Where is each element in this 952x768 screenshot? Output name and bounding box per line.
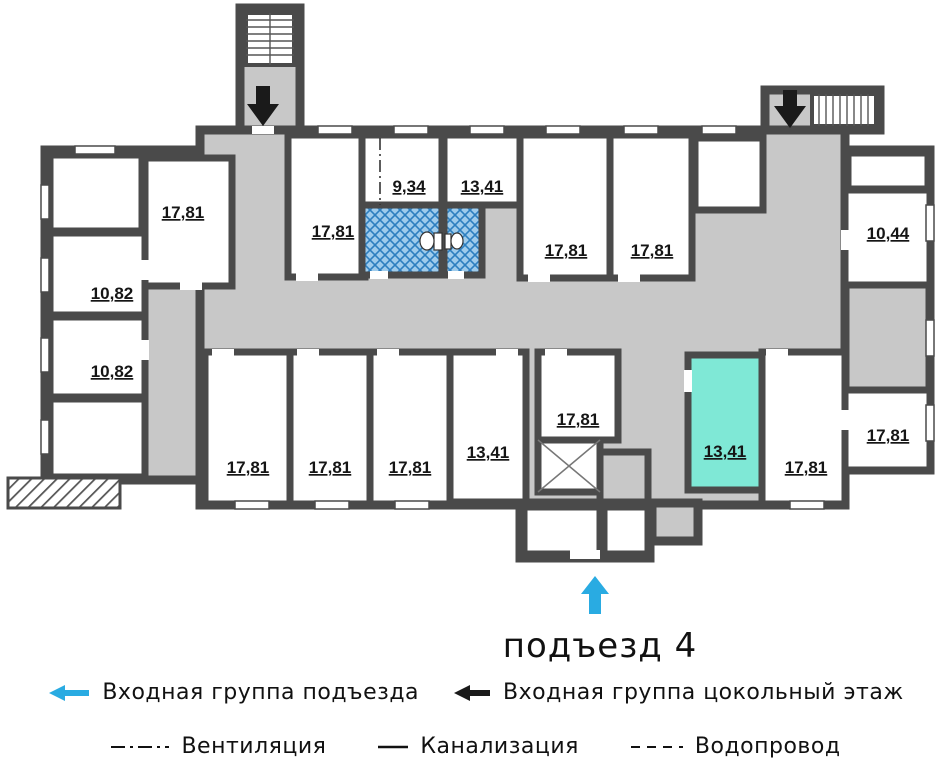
toilet-icon-1 — [419, 231, 435, 251]
room-1781-b3 — [366, 348, 454, 508]
room-area-label: 10,82 — [91, 284, 134, 303]
room-1781-topleft — [141, 154, 236, 290]
black-left-arrow-icon — [454, 684, 491, 701]
stairs — [244, 11, 878, 128]
blue-left-arrow-icon — [49, 684, 90, 701]
room-left-bottom — [46, 395, 149, 481]
legend-item-entrance-blue: Входная группа подъезда — [48, 680, 419, 705]
gray-service-room — [596, 448, 652, 506]
room-top-right-small — [691, 134, 767, 214]
room-area-label: 17,81 — [309, 458, 352, 477]
room-1781-top4 — [516, 131, 614, 282]
legend-item-ventilation: Вентиляция — [111, 734, 326, 759]
legend-label-sewerage: Канализация — [420, 734, 579, 759]
room-area-label: 17,81 — [312, 222, 355, 241]
room-1082-upper — [46, 229, 149, 319]
room-1781-top5 — [606, 131, 696, 282]
legend-label-ventilation: Вентиляция — [181, 734, 327, 759]
entrance-room-2 — [600, 503, 652, 558]
room-area-label: 17,81 — [389, 458, 432, 477]
room-1341-highlight — [684, 351, 766, 494]
legend-row-1: Входная группа подъезда Входная группа ц… — [0, 680, 952, 705]
toilet-tank-2 — [444, 233, 452, 250]
entrance-room-1 — [520, 503, 604, 558]
shaft-x-lines — [537, 439, 601, 493]
room-area-labels: 17,81 10,82 10,82 17,81 9,34 13,41 17,81… — [91, 177, 910, 477]
stair-right-flight — [810, 92, 878, 128]
toilet-tank-1 — [433, 232, 443, 251]
room-area-label: 17,81 — [867, 426, 910, 445]
room-area-label: 17,81 — [162, 203, 205, 222]
legend-label-entrance-blue: Входная группа подъезда — [102, 680, 420, 705]
legend-label-entrance-basement: Входная группа цокольный этаж — [503, 680, 904, 705]
room-1781-b1 — [201, 348, 294, 508]
dashed-line-icon — [630, 745, 683, 748]
floor-plan: 17,81 10,82 10,82 17,81 9,34 13,41 17,81… — [6, 3, 935, 614]
toilet-icon-2 — [450, 232, 464, 250]
room-area-label: 17,81 — [631, 241, 674, 260]
room-1044 — [841, 186, 934, 289]
room-1341-b4 — [446, 348, 530, 506]
main-entrance-arrow-icon — [581, 576, 609, 614]
hatched-ramp — [6, 476, 122, 510]
entrance-arrows — [247, 86, 806, 614]
entrance-protrusion-2 — [647, 498, 703, 546]
room-area-label: 10,82 — [91, 362, 134, 381]
room-1781-b2 — [286, 348, 374, 508]
legend-label-water-supply: Водопровод — [694, 734, 841, 759]
room-1082-lower — [46, 313, 149, 401]
legend-item-sewerage: Канализация — [378, 734, 579, 759]
room-area-label: 17,81 — [227, 458, 270, 477]
basement-entrance-arrow-right-icon — [774, 90, 806, 128]
room-1781-top2 — [284, 131, 369, 281]
room-area-label: 10,44 — [867, 224, 910, 243]
room-1781-b7 — [758, 348, 849, 508]
room-area-label: 17,81 — [557, 410, 600, 429]
windows — [40, 125, 935, 510]
room-area-label: 9,34 — [392, 177, 426, 196]
legend-item-entrance-basement: Входная группа цокольный этаж — [453, 680, 904, 705]
solid-line-icon — [378, 745, 409, 748]
room-area-label: 13,41 — [704, 442, 747, 461]
room-rightwing-top — [844, 149, 932, 193]
door-openings — [141, 126, 849, 559]
room-area-label: 13,41 — [461, 177, 504, 196]
dash-dot-line-icon — [111, 745, 170, 748]
floor-plan-svg: 17,81 10,82 10,82 17,81 9,34 13,41 17,81… — [6, 3, 935, 614]
legend-item-water-supply: Водопровод — [630, 734, 841, 759]
bathroom-fixtures — [419, 231, 464, 251]
room-area-label: 17,81 — [785, 458, 828, 477]
room-area-label: 17,81 — [545, 241, 588, 260]
page-title: подъезд 4 — [502, 626, 698, 666]
room-topleft-outer — [46, 151, 146, 235]
room-area-label: 13,41 — [467, 443, 510, 462]
basement-entrance-arrow-left-icon — [247, 86, 279, 126]
legend-row-2: Вентиляция Канализация Водопровод — [0, 734, 952, 759]
